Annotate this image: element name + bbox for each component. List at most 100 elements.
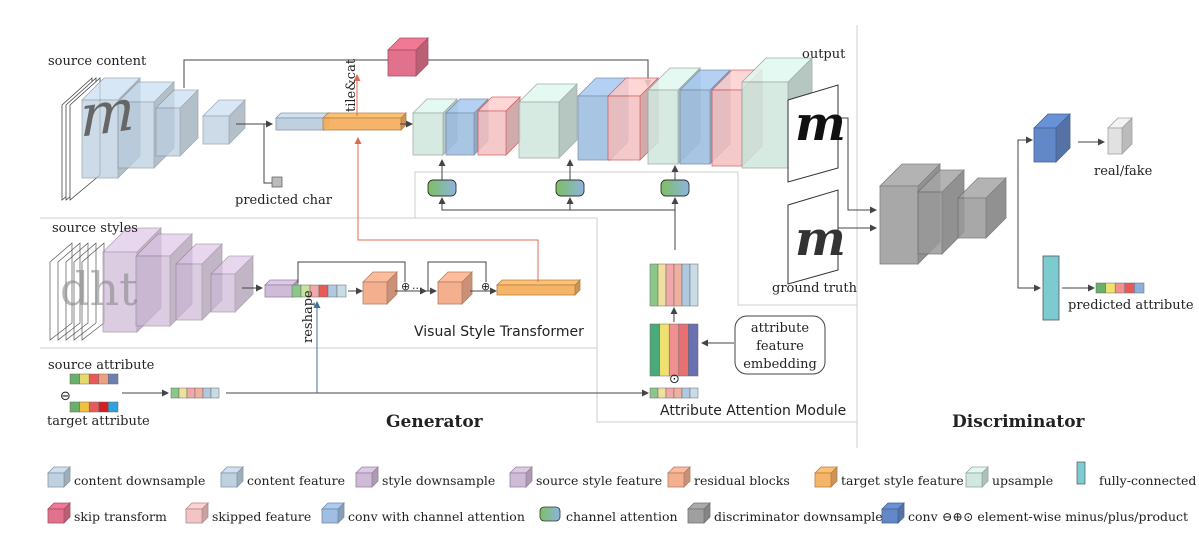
legend: content downsample content feature style d… — [47, 461, 1196, 524]
upsample-2 — [518, 83, 578, 159]
attribute-weight-strip — [649, 387, 699, 399]
discriminator-title: Discriminator — [952, 412, 1086, 432]
legend-icon — [185, 502, 209, 524]
plus-operator-1: ⊕ — [401, 280, 410, 293]
legend-icon — [881, 502, 905, 524]
legend-label: residual blocks — [694, 473, 790, 488]
legend-item: content feature — [220, 466, 345, 488]
legend-icon — [47, 466, 71, 488]
target-attribute-label: target attribute — [47, 414, 150, 429]
reshape-label: reshape — [301, 290, 316, 343]
content-downsample-4 — [202, 99, 246, 145]
attribute-attention-module-label: Attribute Attention Module — [660, 403, 846, 419]
legend-item: source style feature — [509, 466, 662, 488]
attribute-embedding-matrix — [649, 323, 699, 377]
style-downsample-4 — [210, 255, 254, 313]
skip-transform-cube — [387, 37, 429, 77]
tile-cat-label: tile&cat — [344, 58, 359, 112]
ground-truth-label: ground truth — [772, 281, 858, 296]
legend-label: skip transform — [74, 509, 167, 524]
legend-icon — [814, 466, 838, 488]
legend-icon — [1076, 461, 1086, 485]
embedding-label-line3: embedding — [743, 357, 817, 372]
legend-label: conv with channel attention — [348, 509, 525, 524]
output-frame — [787, 84, 839, 183]
predicted-attribute-strip — [1095, 282, 1145, 294]
fully-connected-bar — [1042, 255, 1060, 321]
legend-item: content downsample — [47, 466, 205, 488]
legend-item: discriminator downsample — [687, 502, 883, 524]
embedding-label-line2: feature — [756, 339, 804, 354]
legend-item: upsample — [965, 466, 1053, 488]
legend-icon — [667, 466, 691, 488]
legend-item: residual blocks — [667, 466, 790, 488]
legend-item: skip transform — [47, 502, 167, 524]
region-borders — [40, 25, 858, 448]
discriminator-conv-cube — [1033, 113, 1071, 163]
legend-label: style downsample — [382, 473, 495, 488]
predicted-char-label: predicted char — [235, 193, 333, 208]
channel-attention-pill-2 — [555, 179, 585, 197]
arrow-residual-skip-2 — [427, 261, 487, 291]
source-style-feature-tokens — [291, 284, 347, 298]
legend-icon — [687, 502, 711, 524]
legend-item: style downsample — [355, 466, 495, 488]
source-attribute-strip — [69, 373, 119, 385]
generator-layer — [49, 37, 1145, 413]
legend-label: upsample — [992, 473, 1053, 488]
source-style-frame — [49, 242, 73, 341]
ellipsis-dots: ··· — [412, 282, 423, 295]
minus-operator: ⊖ — [60, 389, 71, 404]
legend-item: conv — [881, 502, 939, 524]
output-label: output — [802, 47, 846, 62]
legend-icon — [47, 502, 71, 524]
predicted-char-box — [271, 176, 283, 188]
source-styles-glyphs: dht — [60, 262, 138, 316]
legend-label: ⊖⊕⊙ element-wise minus/plus/product — [942, 509, 1188, 524]
legend-label: target style feature — [841, 473, 964, 488]
legend-item: conv with channel attention — [321, 502, 525, 524]
discriminator-downsample-2 — [917, 169, 965, 255]
legend-icon — [509, 466, 533, 488]
arrow-predicted-char — [263, 124, 272, 184]
source-styles-label: source styles — [52, 221, 138, 236]
legend-icon — [321, 502, 345, 524]
legend-label: discriminator downsample — [714, 509, 883, 524]
legend-item: channel attention — [539, 506, 678, 524]
attribute-difference-strip — [170, 387, 220, 399]
channel-attention-pill-1 — [427, 179, 457, 197]
legend-item: ⊖⊕⊙ element-wise minus/plus/product — [942, 509, 1188, 524]
arrow-attr-to-ca — [438, 197, 676, 250]
legend-icon — [220, 466, 244, 488]
legend-item: skipped feature — [185, 502, 311, 524]
visual-style-transformer-label: Visual Style Transformer — [414, 324, 584, 340]
output-glyph: m — [795, 96, 846, 152]
residual-block-1 — [362, 271, 398, 305]
arrow-disc-conv — [1017, 136, 1033, 210]
legend-icon — [355, 466, 379, 488]
residual-block-2 — [437, 271, 473, 305]
legend-label: fully-connected — [1099, 473, 1196, 488]
legend-label: source style feature — [536, 473, 662, 488]
target-attribute-strip — [69, 401, 119, 413]
legend-label: channel attention — [566, 509, 678, 524]
arrow-target-style-up — [354, 137, 539, 282]
legend-label: content downsample — [74, 473, 205, 488]
arrow-residual-skip-1 — [297, 261, 406, 283]
discriminator-downsample-3 — [957, 177, 1007, 239]
source-attribute-label: source attribute — [48, 358, 155, 373]
source-style-frame — [65, 242, 89, 341]
skipped-feature-1 — [477, 96, 521, 156]
generator-title: Generator — [386, 412, 484, 432]
legend-item: fully-connected — [1076, 461, 1196, 488]
channel-attention-pill-3 — [660, 179, 690, 197]
target-style-feature-bar — [322, 112, 407, 131]
source-content-label: source content — [48, 54, 147, 69]
arrow-disc-fc — [1017, 210, 1041, 292]
ground-truth-glyph: m — [795, 211, 846, 267]
source-style-frame — [73, 242, 97, 341]
predicted-attribute-label: predicted attribute — [1068, 298, 1194, 313]
legend-label: skipped feature — [212, 509, 311, 524]
arrow-skip-out — [428, 59, 652, 87]
